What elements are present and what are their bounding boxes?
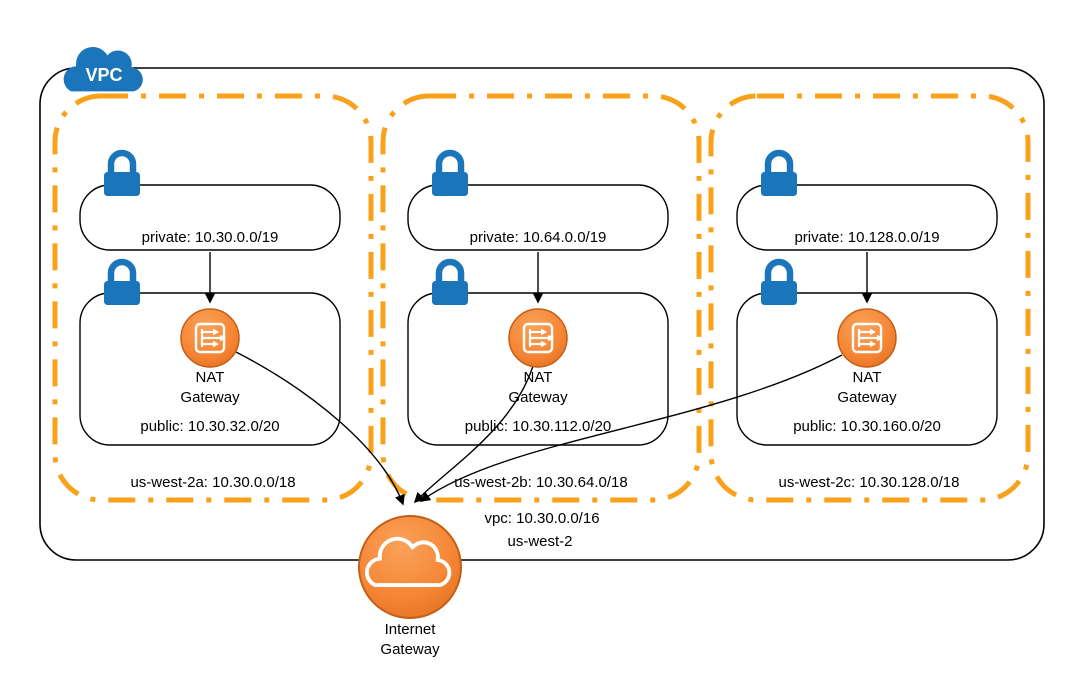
private-subnet-box-b	[407, 184, 669, 251]
vpc-boundary-box	[39, 67, 1045, 561]
lock-icon	[432, 262, 468, 305]
arrow-nat-a-to-igw	[235, 351, 405, 506]
nat-gateway-icon	[837, 308, 897, 368]
lock-icon	[104, 262, 140, 305]
az-cidr-label: us-west-2b: 10.30.64.0/18	[454, 474, 628, 491]
lock-icon	[104, 153, 140, 196]
internet-gateway-icon	[358, 515, 462, 619]
internet-gateway-label-line1: Internet	[384, 621, 436, 638]
private-subnet-cidr-label: private: 10.30.0.0/19	[141, 229, 279, 246]
private-subnet-cidr-label: private: 10.128.0.0/19	[794, 229, 940, 246]
nat-gateway-label-line1: NAT	[523, 369, 553, 386]
nat-gateway-label-line1: NAT	[195, 369, 225, 386]
nat-gateway-label-line2: Gateway	[508, 389, 568, 406]
lock-icon	[761, 153, 797, 196]
lock-icon	[761, 262, 797, 305]
private-subnet-box-a	[79, 184, 341, 251]
arrow-nat-b-to-igw	[413, 365, 534, 504]
lock-icon	[432, 153, 468, 196]
nat-gateway-label-line2: Gateway	[837, 389, 897, 406]
public-subnet-cidr-label: public: 10.30.32.0/20	[140, 418, 280, 435]
az-box-us-west-2a	[52, 93, 374, 503]
vpc-badge-label: VPC	[85, 65, 122, 85]
nat-gateway-label-line2: Gateway	[180, 389, 240, 406]
vpc-region-label: us-west-2	[507, 533, 573, 550]
vpc-cidr-label: vpc: 10.30.0.0/16	[484, 510, 600, 527]
nat-gateway-icon	[180, 308, 240, 368]
nat-gateway-icon	[508, 308, 568, 368]
nat-gateway-label-line1: NAT	[852, 369, 882, 386]
private-subnet-cidr-label: private: 10.64.0.0/19	[469, 229, 607, 246]
arrow-nat-c-to-igw	[419, 354, 843, 502]
az-box-us-west-2c	[708, 93, 1031, 503]
az-cidr-label: us-west-2a: 10.30.0.0/18	[130, 474, 296, 491]
vpc-cloud-icon: VPC	[63, 46, 143, 92]
az-box-us-west-2b	[380, 93, 702, 503]
internet-gateway-label-line2: Gateway	[380, 641, 440, 658]
public-subnet-cidr-label: public: 10.30.160.0/20	[793, 418, 941, 435]
private-subnet-box-c	[736, 184, 998, 251]
az-cidr-label: us-west-2c: 10.30.128.0/18	[778, 474, 960, 491]
public-subnet-cidr-label: public: 10.30.112.0/20	[464, 418, 612, 435]
